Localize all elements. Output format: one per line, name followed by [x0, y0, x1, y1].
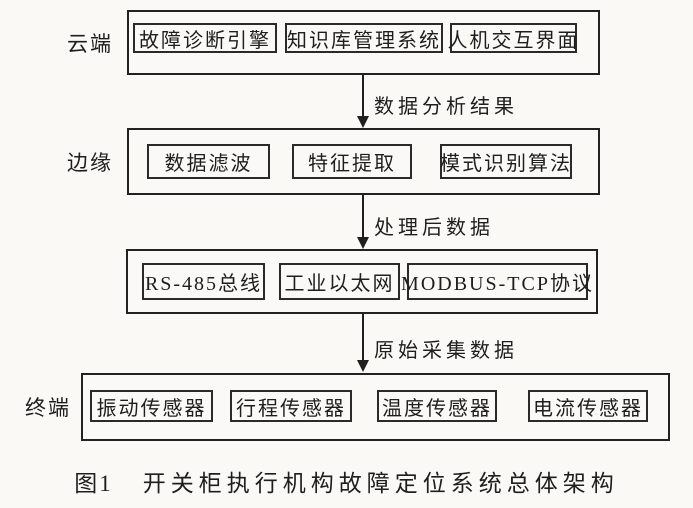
- layer-label-edge: 边缘: [67, 150, 113, 175]
- node-knowledge-base-management: 知识库管理系统: [285, 23, 443, 53]
- down-arrow-icon: [362, 75, 364, 118]
- arrow-label-analysis-result: 数据分析结果: [374, 96, 518, 118]
- node-industrial-ethernet: 工业以太网: [279, 263, 400, 300]
- down-arrow-icon: [362, 314, 364, 362]
- node-fault-diagnosis-engine: 故障诊断引擎: [133, 23, 277, 53]
- node-pattern-recognition-algorithm: 模式识别算法: [440, 144, 572, 179]
- node-modbus-tcp-protocol: MODBUS-TCP协议: [401, 263, 592, 300]
- down-arrow-head-icon: [357, 360, 369, 372]
- layer-box-communication: RS-485总线 工业以太网 MODBUS-TCP协议: [126, 249, 598, 314]
- figure-title: 开关柜执行机构故障定位系统总体架构: [142, 471, 619, 496]
- layer-box-terminal: 振动传感器 行程传感器 温度传感器 电流传感器: [81, 373, 670, 441]
- down-arrow-head-icon: [357, 237, 369, 249]
- layer-label-cloud: 云端: [67, 31, 113, 56]
- figure-number: 图1: [74, 471, 113, 496]
- down-arrow-icon: [362, 195, 364, 239]
- arrow-label-processed-data: 处理后数据: [374, 217, 494, 239]
- node-human-machine-interface: 人机交互界面: [448, 23, 578, 53]
- layer-box-cloud: 故障诊断引擎 知识库管理系统 人机交互界面: [127, 10, 600, 75]
- down-arrow-head-icon: [357, 116, 369, 128]
- node-feature-extraction: 特征提取: [292, 144, 412, 179]
- node-temperature-sensor: 温度传感器: [377, 390, 497, 422]
- node-vibration-sensor: 振动传感器: [90, 390, 213, 422]
- figure-caption: 图1 开关柜执行机构故障定位系统总体架构: [0, 464, 693, 498]
- node-rs485-bus: RS-485总线: [142, 263, 265, 300]
- node-data-filtering: 数据滤波: [147, 144, 270, 179]
- node-current-sensor: 电流传感器: [528, 390, 648, 422]
- arrow-label-raw-collected-data: 原始采集数据: [374, 340, 518, 362]
- node-travel-sensor: 行程传感器: [230, 390, 352, 422]
- layer-label-terminal: 终端: [25, 396, 71, 420]
- layer-box-edge: 数据滤波 特征提取 模式识别算法: [127, 128, 600, 195]
